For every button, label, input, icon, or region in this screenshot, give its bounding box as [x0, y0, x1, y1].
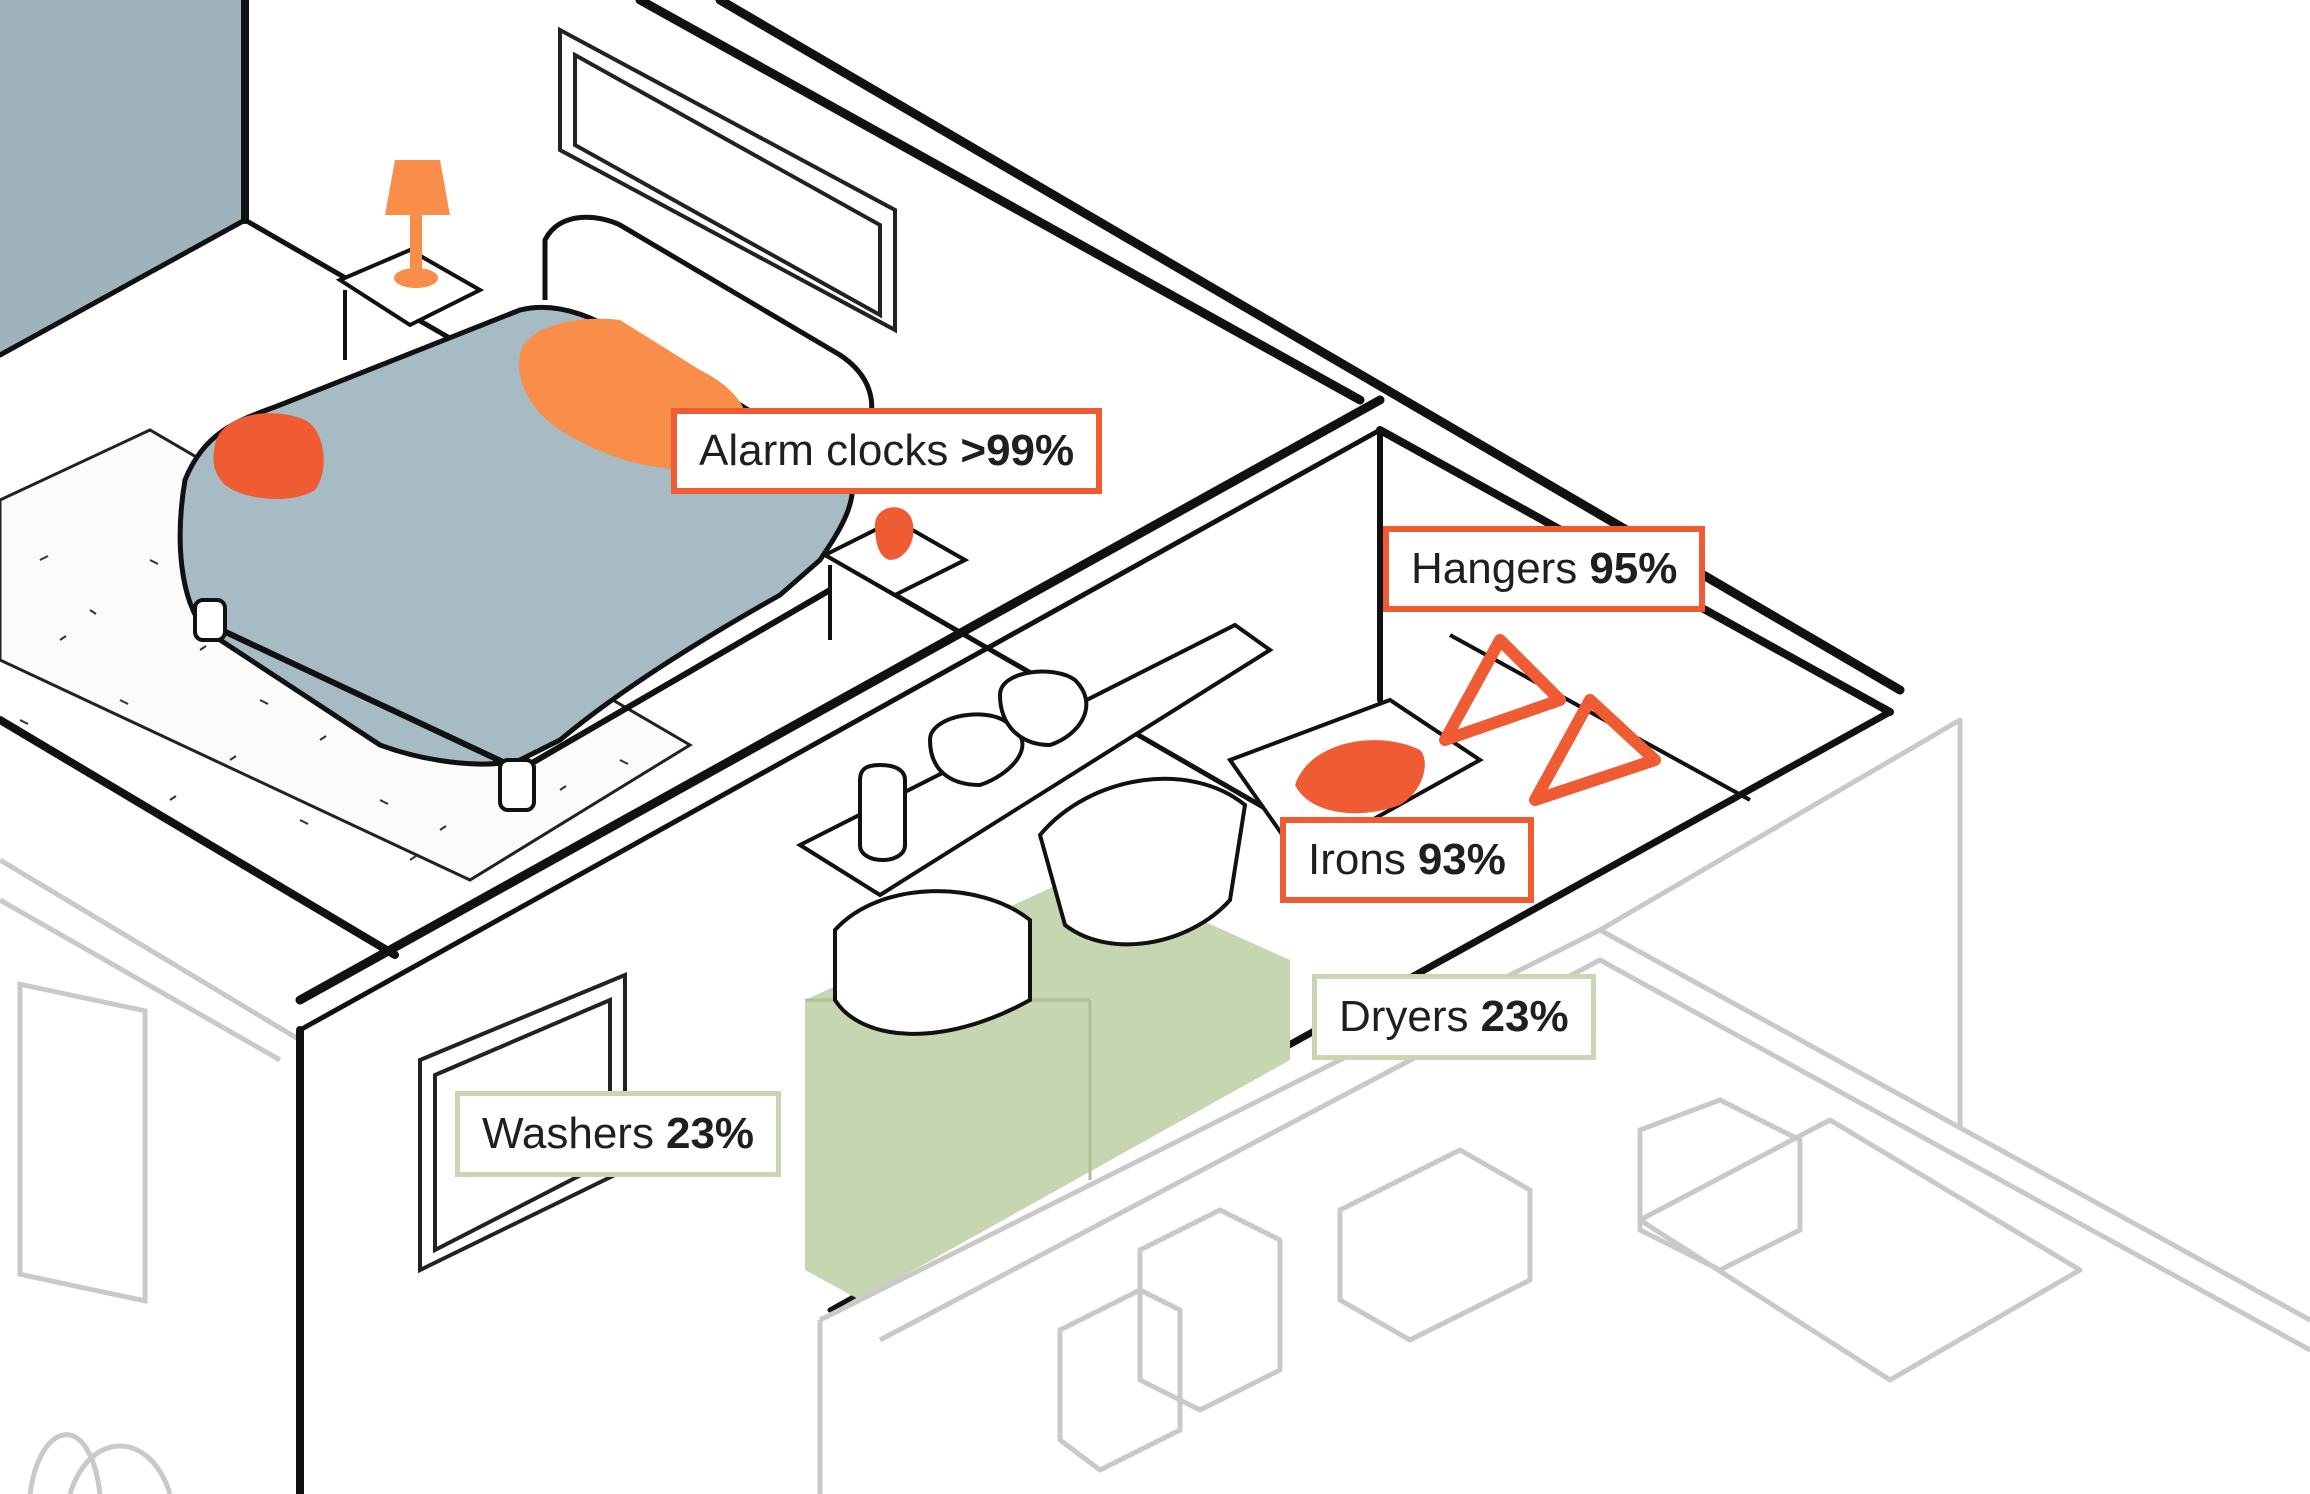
laundry-baskets: [833, 776, 1248, 1036]
label-name: Irons: [1308, 835, 1406, 884]
label-percentage: 23%: [1480, 992, 1569, 1041]
label-percentage: 93%: [1417, 835, 1506, 884]
label-name: Dryers: [1339, 992, 1469, 1041]
bedroom-blue-wall: [0, 0, 245, 355]
label-washers: Washers 23%: [455, 1091, 782, 1177]
alarm-clock-small-icon: [875, 507, 914, 560]
iron-icon: [1295, 740, 1425, 814]
faded-lower-left-room: [0, 857, 303, 1494]
label-percentage: >99%: [960, 426, 1075, 475]
headboard: [542, 214, 875, 471]
wall-panels: [418, 26, 897, 1274]
lamp-icon: [385, 160, 450, 288]
label-percentage: 23%: [665, 1109, 755, 1158]
label-name: Hangers: [1411, 544, 1578, 593]
hanger-icon: [1439, 634, 1661, 806]
label-percentage: 95%: [1589, 544, 1678, 593]
label-name: Alarm clocks: [699, 426, 949, 475]
label-hangers: Hangers 95%: [1383, 526, 1706, 612]
label-dryers: Dryers 23%: [1312, 974, 1596, 1060]
laundry-shelf: [795, 622, 1274, 898]
bed-legs: [193, 598, 536, 812]
alarm-clock-icon: [213, 413, 324, 500]
faded-lower-right-room: [817, 717, 2310, 1494]
label-irons: Irons 93%: [1280, 817, 1534, 903]
label-name: Washers: [482, 1109, 654, 1158]
label-alarm-clocks: Alarm clocks >99%: [671, 408, 1103, 494]
